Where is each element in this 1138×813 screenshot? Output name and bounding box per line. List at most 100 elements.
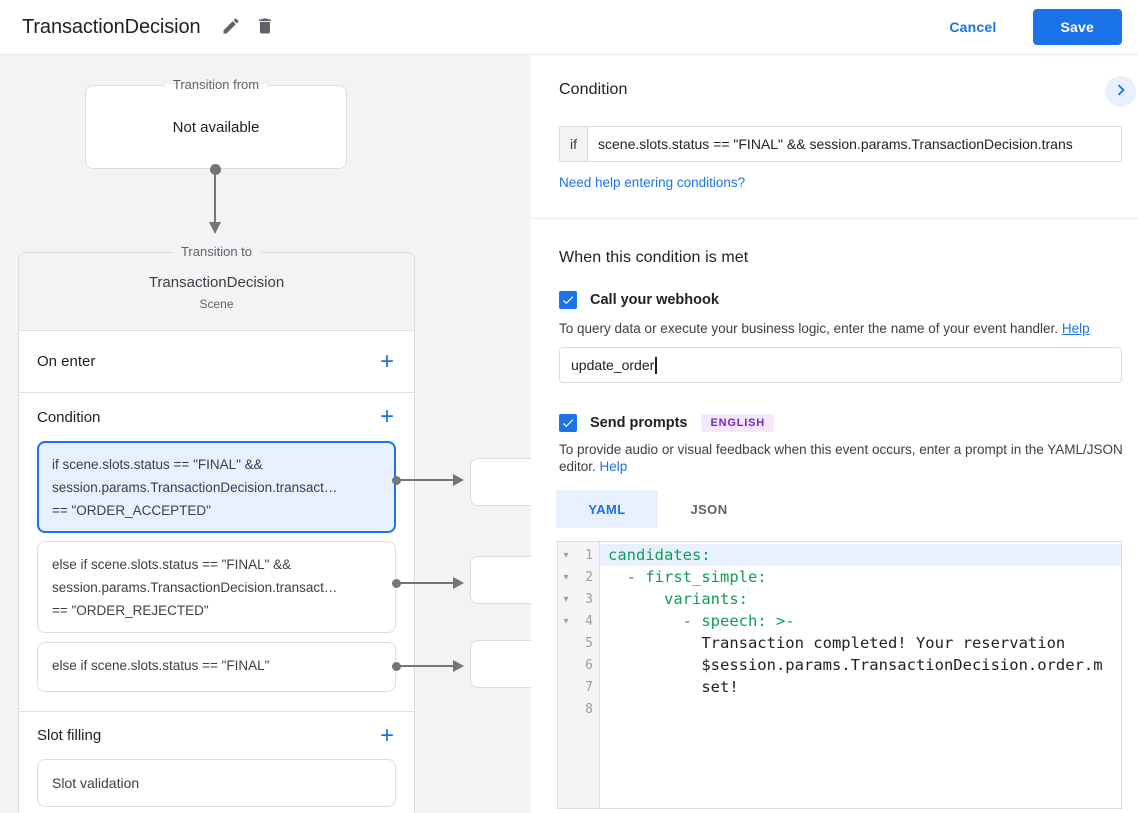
line-number: 4 bbox=[585, 613, 593, 629]
prompts-label: Send prompts bbox=[590, 415, 688, 431]
line-number: 7 bbox=[585, 679, 593, 695]
code-line: Transaction completed! Your reservation bbox=[608, 634, 1066, 652]
connector-dot bbox=[392, 579, 401, 588]
connector-line bbox=[400, 665, 453, 667]
code-line: candidates: bbox=[600, 544, 1121, 566]
prompts-help-link[interactable]: Help bbox=[599, 459, 628, 474]
collapse-panel-button[interactable] bbox=[1105, 76, 1136, 107]
connector-line bbox=[400, 582, 453, 584]
add-condition-button[interactable]: + bbox=[379, 403, 394, 430]
line-number: 1 bbox=[585, 547, 593, 563]
transition-from-label: Transition from bbox=[164, 77, 268, 92]
fold-toggle-icon[interactable]: ▾ bbox=[563, 615, 569, 627]
transition-target-box[interactable] bbox=[470, 458, 531, 506]
prompts-description: To provide audio or visual feedback when… bbox=[559, 441, 1137, 475]
editor-format-tabs: YAML JSON bbox=[556, 490, 1122, 528]
condition-item[interactable]: else if scene.slots.status == "FINAL" bbox=[37, 642, 396, 692]
line-number: 6 bbox=[585, 657, 593, 673]
prompts-checkbox[interactable] bbox=[559, 414, 577, 432]
slot-filling-section-header: Slot filling + bbox=[19, 711, 414, 759]
webhook-checkbox[interactable] bbox=[559, 291, 577, 309]
save-button[interactable]: Save bbox=[1032, 9, 1122, 45]
transition-target-box[interactable] bbox=[470, 556, 531, 604]
transition-from-value: Not available bbox=[172, 119, 260, 136]
webhook-description: To query data or execute your business l… bbox=[559, 320, 1122, 337]
add-slot-button[interactable]: + bbox=[379, 721, 394, 749]
connector-arrowhead-icon bbox=[453, 660, 464, 672]
connector-dot bbox=[392, 476, 401, 485]
fold-toggle-icon[interactable]: ▾ bbox=[563, 571, 569, 583]
webhook-checkbox-row: Call your webhook bbox=[559, 291, 1122, 309]
tab-json[interactable]: JSON bbox=[658, 490, 760, 528]
scene-flow-canvas: Transition from Not available Transition… bbox=[0, 55, 531, 813]
line-number: 3 bbox=[585, 591, 593, 607]
fold-toggle-icon[interactable]: ▾ bbox=[563, 549, 569, 561]
condition-section-header: Condition + bbox=[19, 393, 414, 441]
scene-card-header: TransactionDecision Scene bbox=[19, 253, 414, 331]
webhook-label: Call your webhook bbox=[590, 292, 719, 308]
tab-yaml[interactable]: YAML bbox=[556, 490, 658, 528]
condition-text-line: == "ORDER_ACCEPTED" bbox=[52, 503, 211, 518]
code-line: - first_simple: bbox=[608, 568, 767, 586]
editor-gutter: ▾ 1 ▾ 2 ▾ 3 ▾ 4 5 6 7 8 bbox=[558, 542, 600, 808]
cancel-button[interactable]: Cancel bbox=[949, 19, 997, 35]
connector-line bbox=[400, 479, 453, 481]
transition-to-scene-card: Transition to TransactionDecision Scene … bbox=[18, 244, 415, 813]
webhook-handler-value: update_order bbox=[571, 357, 655, 373]
connector-dot bbox=[392, 662, 401, 671]
prompts-checkbox-row: Send prompts ENGLISH bbox=[559, 414, 1122, 432]
condition-text-line: else if scene.slots.status == "FINAL" bbox=[52, 658, 270, 673]
line-number: 2 bbox=[585, 569, 593, 585]
section-divider bbox=[531, 218, 1138, 219]
condition-expression-row: if scene.slots.status == "FINAL" && sess… bbox=[559, 126, 1122, 162]
transition-target-box[interactable] bbox=[470, 640, 531, 688]
page-title: TransactionDecision bbox=[22, 15, 201, 38]
condition-text-line: if scene.slots.status == "FINAL" && bbox=[52, 457, 263, 472]
condition-expression-input[interactable]: scene.slots.status == "FINAL" && session… bbox=[598, 136, 1073, 152]
condition-text-line: == "ORDER_REJECTED" bbox=[52, 603, 209, 618]
webhook-handler-input[interactable]: update_order bbox=[559, 347, 1122, 383]
condition-section: Condition + if scene.slots.status == "FI… bbox=[19, 393, 414, 711]
transition-to-label: Transition to bbox=[172, 244, 261, 259]
webhook-help-link[interactable]: Help bbox=[1061, 321, 1090, 336]
add-on-enter-button[interactable]: + bbox=[379, 347, 394, 375]
editor-code-area[interactable]: candidates: - first_simple: variants: - … bbox=[600, 542, 1121, 808]
condition-heading: Condition bbox=[559, 81, 628, 98]
yaml-prompt-editor[interactable]: ▾ 1 ▾ 2 ▾ 3 ▾ 4 5 6 7 8 candidates: - first_… bbox=[557, 541, 1122, 809]
transition-from-node: Transition from Not available bbox=[85, 77, 347, 169]
edit-scene-button[interactable] bbox=[217, 13, 245, 41]
connector-arrowhead-icon bbox=[209, 222, 221, 234]
delete-scene-button[interactable] bbox=[251, 13, 279, 41]
code-line: $session.params.TransactionDecision.orde… bbox=[608, 656, 1103, 674]
slot-filling-label: Slot filling bbox=[37, 727, 102, 744]
when-met-heading: When this condition is met bbox=[559, 249, 749, 266]
text-caret bbox=[655, 356, 657, 374]
condition-text-line: session.params.TransactionDecision.trans… bbox=[52, 580, 338, 595]
prompts-description-text: To provide audio or visual feedback when… bbox=[559, 442, 1123, 474]
trash-icon bbox=[255, 16, 275, 39]
webhook-description-text: To query data or execute your business l… bbox=[559, 321, 1059, 336]
connector-line bbox=[214, 169, 216, 222]
chevron-right-icon bbox=[1110, 79, 1132, 104]
conditions-help-link[interactable]: Need help entering conditions? bbox=[559, 175, 746, 190]
condition-text-line: else if scene.slots.status == "FINAL" && bbox=[52, 557, 292, 572]
condition-item-selected[interactable]: if scene.slots.status == "FINAL" && sess… bbox=[37, 441, 396, 533]
line-number: 8 bbox=[585, 701, 593, 717]
slot-validation-item[interactable]: Slot validation bbox=[37, 759, 396, 807]
condition-item[interactable]: else if scene.slots.status == "FINAL" &&… bbox=[37, 541, 396, 633]
connector-arrowhead-icon bbox=[453, 577, 464, 589]
code-line: - speech: >- bbox=[608, 612, 795, 630]
scene-type: Scene bbox=[199, 297, 234, 311]
condition-label: Condition bbox=[37, 408, 101, 426]
top-toolbar: TransactionDecision Cancel Save bbox=[0, 0, 1138, 55]
line-number: 5 bbox=[585, 635, 593, 651]
fold-toggle-icon[interactable]: ▾ bbox=[563, 593, 569, 605]
scene-name: TransactionDecision bbox=[148, 274, 285, 291]
if-label: if bbox=[560, 127, 588, 161]
on-enter-label: On enter bbox=[37, 353, 96, 370]
condition-detail-panel: Condition if scene.slots.status == "FINA… bbox=[531, 55, 1138, 813]
slot-validation-label: Slot validation bbox=[52, 775, 140, 791]
on-enter-section: On enter + bbox=[19, 331, 414, 393]
code-line: variants: bbox=[608, 590, 748, 608]
connector-arrowhead-icon bbox=[453, 474, 464, 486]
